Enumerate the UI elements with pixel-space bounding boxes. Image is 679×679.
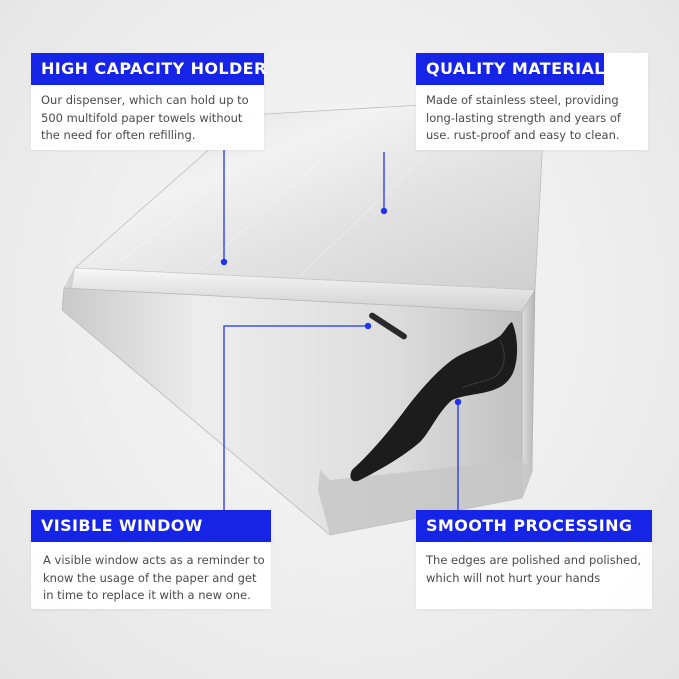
dispenser-body xyxy=(61,97,546,536)
feature-title-smooth-processing: SMOOTH PROCESSING xyxy=(416,510,652,542)
dispensing-opening xyxy=(350,322,518,482)
feature-card-visible-window: VISIBLE WINDOW A visible window acts as … xyxy=(31,510,271,609)
feature-title-quality-material: QUALITY MATERIAL xyxy=(416,53,604,85)
feature-description-high-capacity: Our dispenser, which can hold up to 500 … xyxy=(41,93,249,142)
feature-title-visible-window: VISIBLE WINDOW xyxy=(31,510,271,542)
dispenser-bottom-chamfer xyxy=(318,460,532,535)
visible-window-slot xyxy=(369,312,407,340)
feature-description-quality-material: Made of stainless steel, providing long-… xyxy=(426,93,621,142)
feature-title-high-capacity: HIGH CAPACITY HOLDER xyxy=(31,53,266,85)
feature-card-quality-material: QUALITY MATERIAL Made of stainless steel… xyxy=(416,53,648,150)
feature-card-smooth-processing: SMOOTH PROCESSING The edges are polished… xyxy=(416,510,652,609)
callout-lines xyxy=(220,150,462,510)
feature-description-visible-window: A visible window acts as a reminder to k… xyxy=(43,553,265,602)
feature-card-high-capacity: HIGH CAPACITY HOLDER Our dispenser, whic… xyxy=(31,53,266,150)
feature-description-smooth-processing: The edges are polished and polished, whi… xyxy=(426,553,642,585)
